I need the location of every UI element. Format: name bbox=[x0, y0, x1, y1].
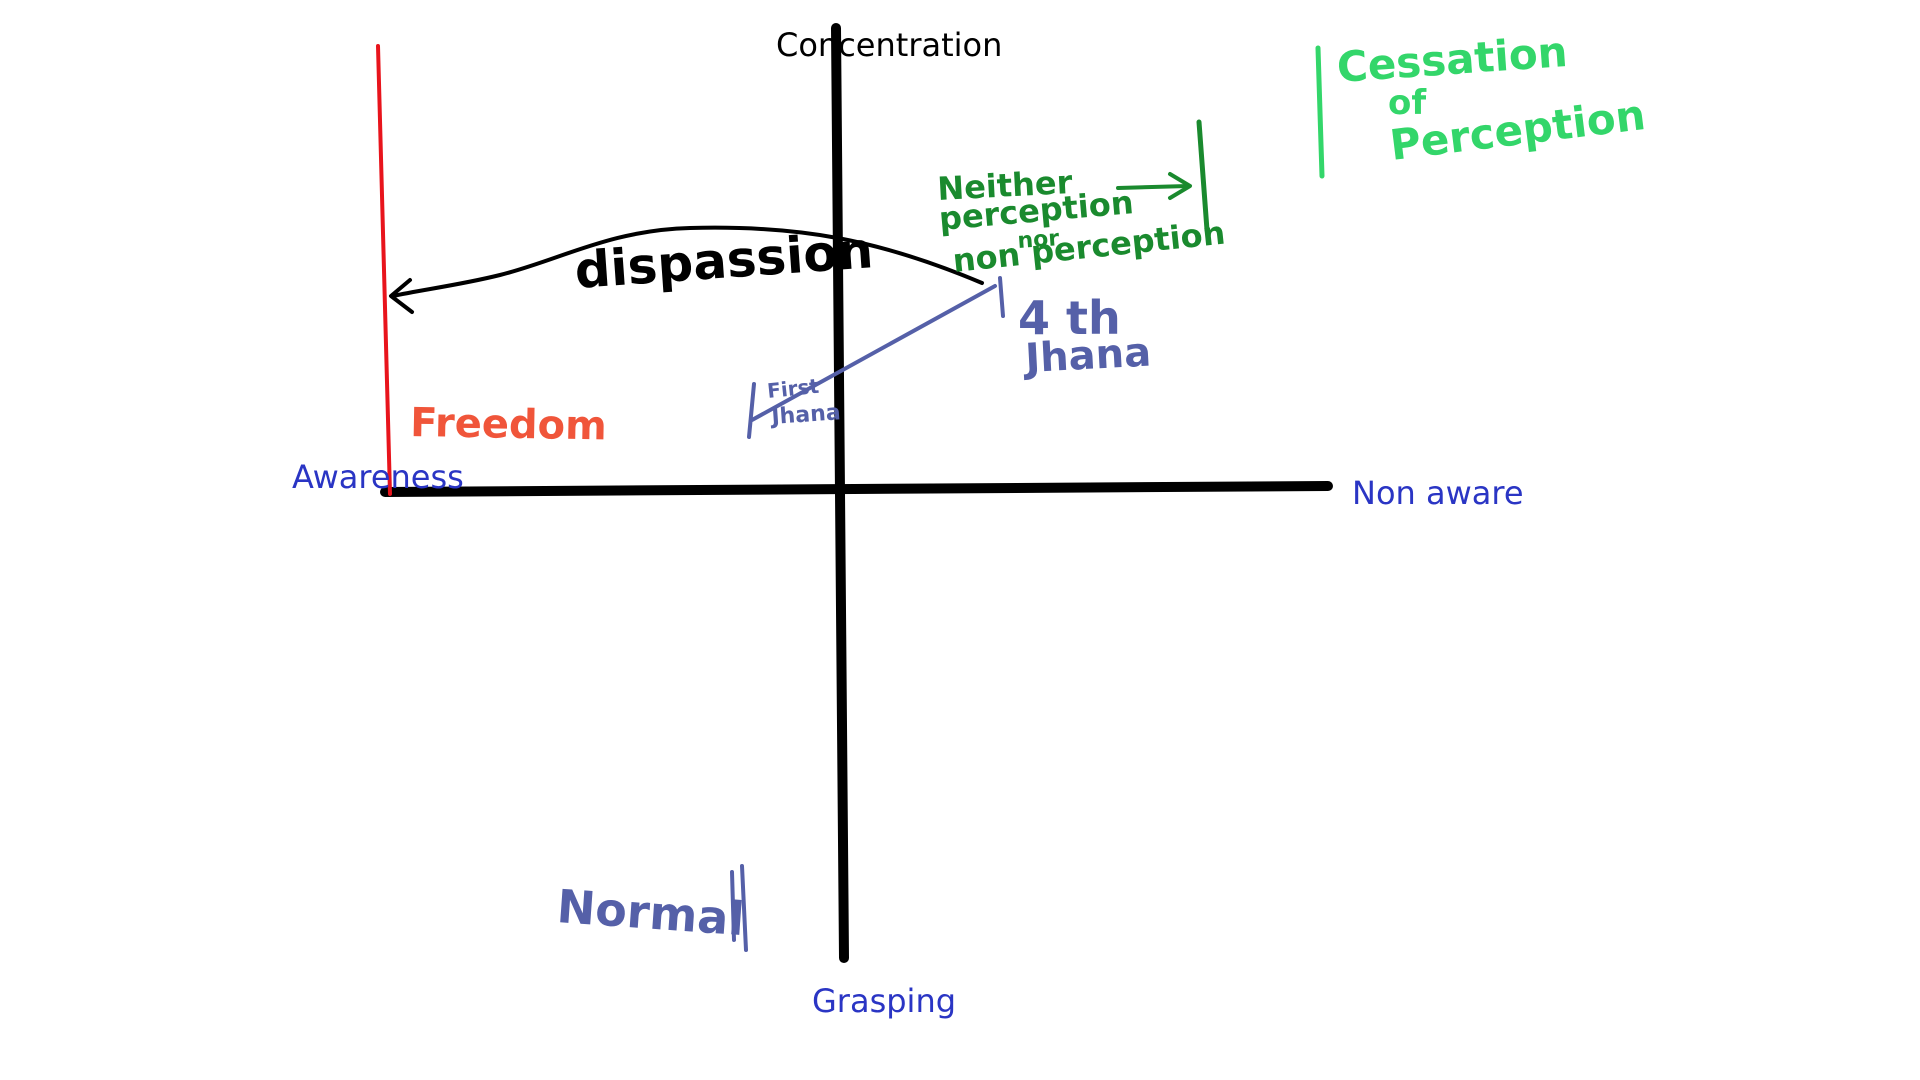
neither-label-3: nor bbox=[1017, 226, 1060, 254]
cessation-label-3: Perception bbox=[1387, 90, 1648, 170]
neither-tick bbox=[1196, 119, 1210, 233]
freedom-label: Freedom bbox=[410, 400, 607, 449]
normal-bar-2 bbox=[740, 864, 748, 952]
normal-label: Normal bbox=[555, 879, 746, 946]
normal-bar-1 bbox=[730, 870, 736, 942]
horizontal-axis bbox=[380, 481, 1333, 497]
neither-arrow bbox=[1116, 184, 1190, 190]
axis-label-bottom: Grasping bbox=[812, 982, 956, 1020]
fourth-jhana-label-2: Jhana bbox=[1021, 329, 1152, 382]
axis-label-top: Concentration bbox=[776, 26, 1002, 64]
fourth-jhana-label-1: 4 th bbox=[1018, 291, 1121, 345]
axis-label-left: Awareness bbox=[292, 458, 464, 496]
axis-label-right: Non aware bbox=[1352, 474, 1524, 512]
cessation-tick bbox=[1315, 45, 1325, 179]
fourth-jhana-tick bbox=[998, 276, 1005, 318]
first-jhana-label-1: First bbox=[766, 374, 821, 403]
first-jhana-tick bbox=[747, 382, 756, 439]
neither-arrowhead-icon bbox=[1168, 172, 1192, 200]
dispassion-label: dispassion bbox=[573, 221, 875, 300]
dispassion-arrowhead-icon bbox=[389, 278, 414, 314]
freedom-line bbox=[376, 44, 392, 496]
cessation-label-1: Cessation bbox=[1335, 27, 1569, 92]
neither-label-1: Neither bbox=[936, 163, 1073, 208]
dispassion-arrow bbox=[391, 225, 984, 298]
first-jhana-label-2: Jhana bbox=[769, 400, 842, 430]
jhana-line bbox=[750, 284, 997, 422]
cessation-label-2: of bbox=[1388, 83, 1427, 123]
